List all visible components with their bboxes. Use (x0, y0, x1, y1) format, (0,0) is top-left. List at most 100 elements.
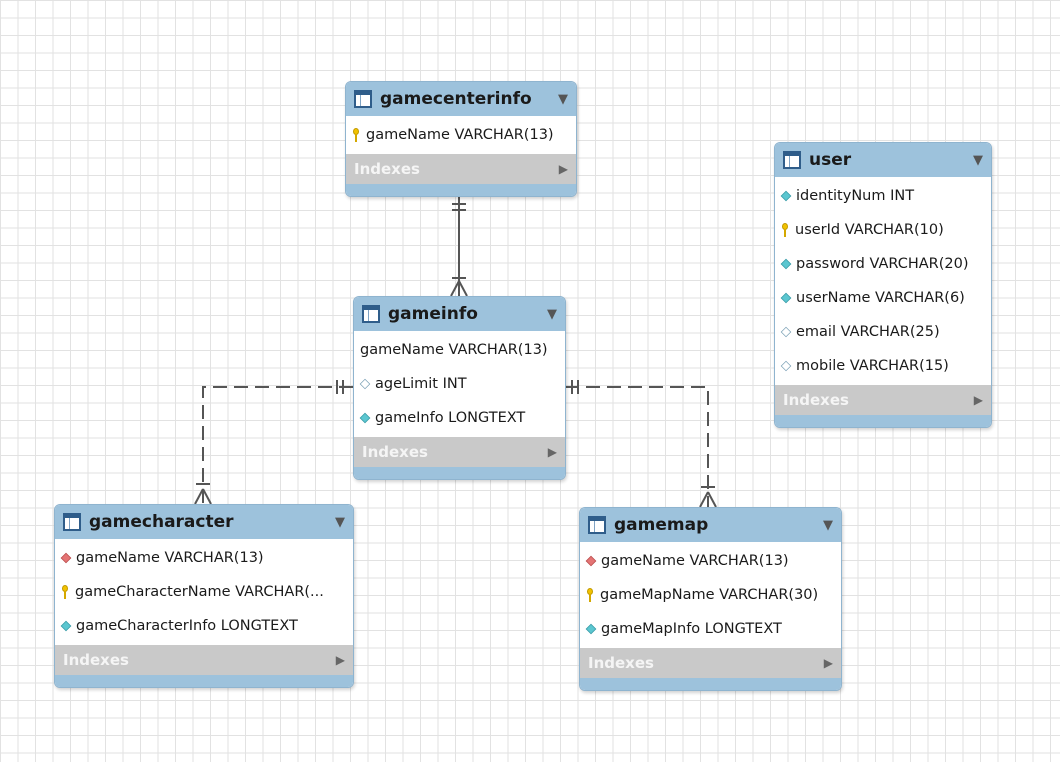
column-list: gameName VARCHAR(13) gameCharacterName VA… (55, 539, 353, 645)
entity-user[interactable]: user ▼ identityNum INT userId VARCHAR(10)… (774, 142, 992, 428)
column-row[interactable]: gameCharacterName VARCHAR(... (55, 575, 353, 609)
column-label: gameCharacterInfo LONGTEXT (76, 618, 298, 634)
collapse-arrow-icon[interactable]: ▼ (558, 91, 568, 107)
column-row[interactable]: email VARCHAR(25) (775, 315, 991, 349)
foreign-key-icon (585, 555, 597, 567)
column-row[interactable]: gameMapInfo LONGTEXT (580, 612, 841, 646)
column-label: userName VARCHAR(6) (796, 290, 965, 306)
entity-gamemap[interactable]: gamemap ▼ gameName VARCHAR(13) gameMapNam… (579, 507, 842, 691)
indexes-label: Indexes (354, 160, 420, 178)
expand-arrow-icon[interactable]: ▶ (823, 656, 833, 670)
relationship-gameinfo-gamemap[interactable] (565, 380, 717, 508)
indexes-bar[interactable]: Indexes ▶ (775, 385, 991, 415)
not-null-column-icon (780, 258, 792, 270)
column-row[interactable]: gameName VARCHAR(13) (580, 544, 841, 578)
entity-header[interactable]: gamemap ▼ (580, 508, 841, 542)
primary-key-icon (352, 128, 360, 142)
column-row[interactable]: gameMapName VARCHAR(30) (580, 578, 841, 612)
indexes-label: Indexes (783, 391, 849, 409)
not-null-column-icon (585, 623, 597, 635)
column-label: gameMapName VARCHAR(30) (600, 587, 819, 603)
entity-name: gamecharacter (89, 512, 234, 532)
collapse-arrow-icon[interactable]: ▼ (823, 517, 833, 533)
entity-footer (580, 678, 841, 690)
not-null-column-icon (359, 412, 371, 424)
not-null-column-icon (780, 190, 792, 202)
column-row[interactable]: userName VARCHAR(6) (775, 281, 991, 315)
nullable-column-icon (780, 326, 792, 338)
entity-footer (55, 675, 353, 687)
column-row[interactable]: identityNum INT (775, 179, 991, 213)
relationship-gameinfo-gamecharacter[interactable] (194, 380, 353, 505)
expand-arrow-icon[interactable]: ▶ (335, 653, 345, 667)
entity-name: gamecenterinfo (380, 89, 532, 109)
nullable-column-icon (780, 360, 792, 372)
entity-header[interactable]: gamecenterinfo ▼ (346, 82, 576, 116)
indexes-bar[interactable]: Indexes ▶ (354, 437, 565, 467)
not-null-column-icon (780, 292, 792, 304)
collapse-arrow-icon[interactable]: ▼ (973, 152, 983, 168)
primary-key-icon (781, 223, 789, 237)
foreign-key-icon (60, 552, 72, 564)
expand-arrow-icon[interactable]: ▶ (973, 393, 983, 407)
nullable-column-icon (359, 378, 371, 390)
column-row[interactable]: gameName VARCHAR(13) (55, 541, 353, 575)
column-list: gameName VARCHAR(13) ageLimit INT gameInfo… (354, 331, 565, 437)
column-row[interactable]: password VARCHAR(20) (775, 247, 991, 281)
collapse-arrow-icon[interactable]: ▼ (547, 306, 557, 322)
entity-header[interactable]: gameinfo ▼ (354, 297, 565, 331)
column-label: gameMapInfo LONGTEXT (601, 621, 782, 637)
entity-header[interactable]: gamecharacter ▼ (55, 505, 353, 539)
column-list: identityNum INT userId VARCHAR(10) passwor… (775, 177, 991, 385)
indexes-label: Indexes (63, 651, 129, 669)
column-label: userId VARCHAR(10) (795, 222, 944, 238)
column-row[interactable]: gameCharacterInfo LONGTEXT (55, 609, 353, 643)
relationship-gamecenterinfo-gameinfo[interactable] (450, 196, 468, 297)
column-label: gameName VARCHAR(13) (76, 550, 264, 566)
column-label: ageLimit INT (375, 376, 467, 392)
column-label: identityNum INT (796, 188, 915, 204)
column-row[interactable]: ageLimit INT (354, 367, 565, 401)
column-label: gameName VARCHAR(13) (601, 553, 789, 569)
entity-name: gameinfo (388, 304, 478, 324)
entity-header[interactable]: user ▼ (775, 143, 991, 177)
entity-footer (346, 184, 576, 196)
indexes-bar[interactable]: Indexes ▶ (55, 645, 353, 675)
entity-gamecenterinfo[interactable]: gamecenterinfo ▼ gameName VARCHAR(13) In… (345, 81, 577, 197)
primary-key-icon (586, 588, 594, 602)
table-icon (354, 90, 372, 108)
indexes-bar[interactable]: Indexes ▶ (346, 154, 576, 184)
column-row[interactable]: mobile VARCHAR(15) (775, 349, 991, 383)
table-icon (362, 305, 380, 323)
entity-gameinfo[interactable]: gameinfo ▼ gameName VARCHAR(13) ageLimit … (353, 296, 566, 480)
entity-name: gamemap (614, 515, 709, 535)
entity-footer (354, 467, 565, 479)
column-row[interactable]: gameInfo LONGTEXT (354, 401, 565, 435)
entity-gamecharacter[interactable]: gamecharacter ▼ gameName VARCHAR(13)game… (54, 504, 354, 688)
indexes-label: Indexes (362, 443, 428, 461)
entity-footer (775, 415, 991, 427)
column-list: gameName VARCHAR(13) (346, 116, 576, 154)
column-row[interactable]: gameName VARCHAR(13) (346, 118, 576, 152)
table-icon (783, 151, 801, 169)
expand-arrow-icon[interactable]: ▶ (547, 445, 557, 459)
column-label: mobile VARCHAR(15) (796, 358, 949, 374)
indexes-label: Indexes (588, 654, 654, 672)
table-icon (63, 513, 81, 531)
column-label: password VARCHAR(20) (796, 256, 969, 272)
column-label: gameName VARCHAR(13) (360, 342, 548, 358)
collapse-arrow-icon[interactable]: ▼ (335, 514, 345, 530)
expand-arrow-icon[interactable]: ▶ (558, 162, 568, 176)
column-row[interactable]: userId VARCHAR(10) (775, 213, 991, 247)
primary-key-icon (61, 585, 69, 599)
column-label: gameInfo LONGTEXT (375, 410, 526, 426)
column-label: gameCharacterName VARCHAR(... (75, 584, 324, 600)
column-list: gameName VARCHAR(13) gameMapName VARCHAR(… (580, 542, 841, 648)
column-row[interactable]: gameName VARCHAR(13) (354, 333, 565, 367)
column-label: gameName VARCHAR(13) (366, 127, 554, 143)
not-null-column-icon (60, 620, 72, 632)
table-icon (588, 516, 606, 534)
entity-name: user (809, 150, 852, 170)
indexes-bar[interactable]: Indexes ▶ (580, 648, 841, 678)
column-label: email VARCHAR(25) (796, 324, 940, 340)
